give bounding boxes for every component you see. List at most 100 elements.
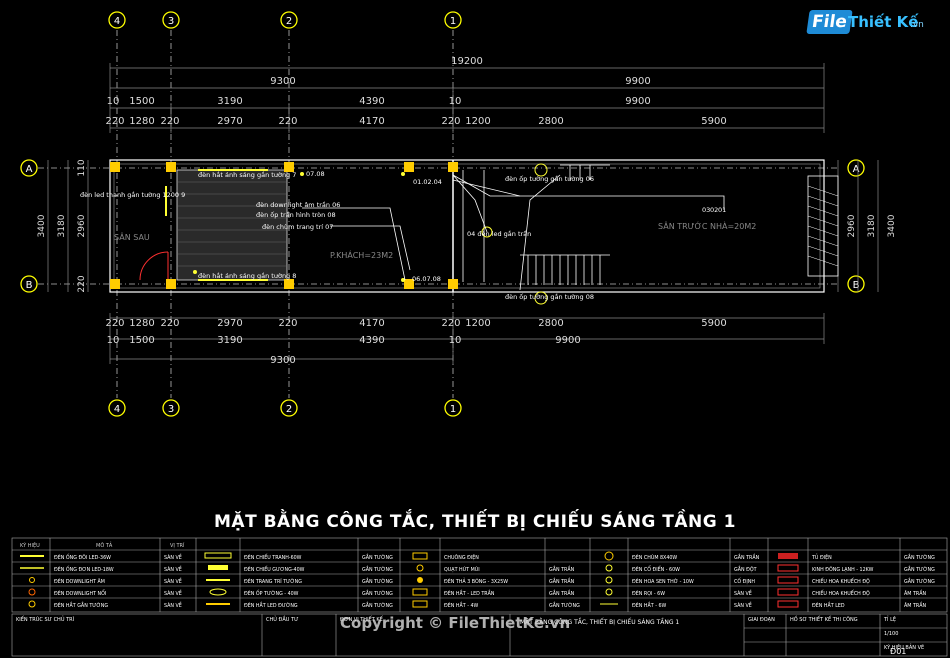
legend-cell: ĐÈN HẮT - 4W bbox=[444, 601, 479, 609]
legend-cell: SÀN VỀ bbox=[734, 589, 752, 597]
axis-bubbles bbox=[20, 11, 865, 417]
tb-owner: CHỦ ĐẦU TƯ bbox=[266, 615, 298, 623]
legend-cell: CHIẾU HOA KHUẾCH ĐỘ bbox=[812, 589, 870, 597]
legend-cell: ĐÈN CỔ ĐIỂN - 60W bbox=[632, 565, 680, 573]
dim-bot-1c: 220 bbox=[160, 318, 179, 329]
legend-cell: GẮN ĐỘT bbox=[734, 565, 757, 573]
dim-top-2f: 9900 bbox=[625, 96, 650, 107]
front-stairs bbox=[520, 164, 610, 285]
legend-cell: TỦ ĐIỆN bbox=[811, 553, 832, 561]
legend-cell: ĐÈN HẮT GẮN TƯỜNG bbox=[54, 601, 108, 609]
dim-bot-2e: 10 bbox=[449, 335, 462, 346]
dim-bot-1i: 2800 bbox=[538, 318, 563, 329]
dim-bot-1j: 5900 bbox=[701, 318, 726, 329]
legend-cell: CHIẾU HOA KHUẾCH ĐỘ bbox=[812, 577, 870, 585]
logo-part-1: File bbox=[806, 10, 853, 34]
axis-label-2: 2 bbox=[286, 16, 292, 27]
legend-cell: CỐ ĐỊNH bbox=[734, 577, 755, 585]
legend-cell: GẮN TƯỜNG bbox=[904, 577, 935, 585]
legend-cell: GẮN TƯỜNG bbox=[362, 577, 393, 585]
dim-bot-3a: 9300 bbox=[270, 355, 295, 366]
note-wall-8: đèn hắt ánh sáng gắn tường 8 bbox=[198, 271, 296, 280]
dim-overall: 19200 bbox=[451, 56, 483, 67]
legend-cell: QUẠT HÚT MÙI bbox=[444, 566, 480, 573]
legend-cell: ĐÈN HẮT LED ĐƯỜNG bbox=[244, 601, 298, 609]
legend-cell: ĐÈN ỐNG ĐƠN LED-18W bbox=[54, 565, 114, 573]
switch-code-1: 07.08 bbox=[306, 170, 325, 178]
dim-side-l3: 2960 bbox=[77, 214, 87, 237]
dim-bot-1h: 1200 bbox=[465, 318, 490, 329]
legend-cell: ĐÈN RỌI - 6W bbox=[632, 589, 665, 597]
legend-cell: SÀN VỀ bbox=[164, 565, 182, 573]
note-wall-06: đèn ốp tường gắn tường 06 bbox=[505, 174, 594, 183]
note-wall-7: đèn hắt ánh sáng gắn tường 7 bbox=[198, 170, 296, 179]
drawing-title: MẶT BẰNG CÔNG TẮC, THIẾT BỊ CHIẾU SÁNG T… bbox=[214, 512, 736, 532]
site-logo[interactable]: File Thiết Kế .vn bbox=[806, 10, 942, 40]
title-block-grid bbox=[11, 613, 948, 657]
dim-bot-2c: 3190 bbox=[217, 335, 242, 346]
dim-top-3b: 1280 bbox=[129, 116, 154, 127]
legend-cell: GẮN TƯỜNG bbox=[904, 565, 935, 573]
tb-phase: GIAI ĐOẠN bbox=[748, 617, 775, 623]
grid-lines bbox=[38, 30, 840, 398]
sheet-number: Đ01 bbox=[890, 647, 906, 656]
dim-top-2c: 3190 bbox=[217, 96, 242, 107]
legend-table-grid bbox=[11, 537, 948, 613]
legend-cell: ĐÈN DOWNLIGHT NỔI bbox=[54, 589, 106, 597]
door-swing bbox=[139, 251, 169, 281]
legend-cell: GẮN TƯỜNG bbox=[904, 553, 935, 561]
dim-side-l5: 220 bbox=[77, 275, 87, 292]
axis-label-4-bottom: 4 bbox=[114, 404, 120, 415]
legend-cell: ĐÈN CHÙM 8X40W bbox=[632, 553, 677, 561]
dim-bot-1f: 4170 bbox=[359, 318, 384, 329]
axis-label-4: 4 bbox=[114, 16, 120, 27]
dim-top-3e: 220 bbox=[278, 116, 297, 127]
note-chandelier: đèn chùm trang trí 07 bbox=[262, 223, 333, 231]
tb-scale: 1/100 bbox=[884, 631, 898, 637]
stair-hatch bbox=[178, 181, 286, 267]
light-fixtures bbox=[481, 163, 548, 305]
dim-bot-1e: 220 bbox=[278, 318, 297, 329]
legend-cell: SÀN VỀ bbox=[164, 553, 182, 561]
legend-header-desc: MÔ TẢ bbox=[96, 541, 113, 549]
legend-cell: ĐÈN DOWNLIGHT ÂM bbox=[54, 577, 105, 585]
legend-cell: ĐÈN CHIẾU GƯƠNG-40W bbox=[244, 565, 305, 573]
dimension-lines-top bbox=[109, 63, 825, 133]
legend-cell: SÀN VỀ bbox=[164, 601, 182, 609]
legend-symbols bbox=[20, 551, 799, 608]
legend-cell: GẮN TRẦN bbox=[549, 565, 575, 573]
tb-stage: HỒ SƠ THIẾT KẾ THI CÔNG bbox=[790, 614, 858, 623]
columns bbox=[110, 162, 458, 289]
dim-side-l1: 3400 bbox=[37, 214, 47, 237]
dim-top-3j: 5900 bbox=[701, 116, 726, 127]
axis-label-b: B bbox=[26, 280, 33, 291]
note-ceiling-08: đèn ốp trần hình tròn 08 bbox=[256, 211, 336, 219]
dim-top-3h: 1200 bbox=[465, 116, 490, 127]
dim-bot-2b: 1500 bbox=[129, 335, 154, 346]
note-wall-08: đèn ốp tường gắn tường 08 bbox=[505, 292, 594, 301]
dimension-lines-bottom bbox=[109, 313, 825, 364]
legend-cell: ĐÈN HẮT - 6W bbox=[632, 601, 667, 609]
dim-top-3d: 2970 bbox=[217, 116, 242, 127]
legend-cell: SÀN VỀ bbox=[164, 589, 182, 597]
legend-cell: GẮN TRẦN bbox=[549, 589, 575, 597]
walls bbox=[109, 159, 825, 293]
dim-top-2d: 4390 bbox=[359, 96, 384, 107]
dim-top-1a: 9300 bbox=[270, 76, 295, 87]
dim-top-3a: 220 bbox=[105, 116, 124, 127]
legend-cell: GẮN TƯỜNG bbox=[362, 553, 393, 561]
logo-part-2: Thiết Kế bbox=[848, 13, 919, 31]
tb-drawing-name: MẶT BẰNG CÔNG TẮC, THIẾT BỊ CHIẾU SÁNG T… bbox=[520, 618, 679, 626]
legend-cell: ĐÈN HOA SEN THỜ - 10W bbox=[632, 577, 694, 585]
legend-cell: KINH ĐÔNG LẠNH - 12KW bbox=[812, 566, 874, 573]
legend-cell: GẮN TRẦN bbox=[549, 577, 575, 585]
dim-top-3g: 220 bbox=[441, 116, 460, 127]
axis-label-3: 3 bbox=[168, 16, 174, 27]
axis-label-2-bottom: 2 bbox=[286, 404, 292, 415]
axis-label-b-right: B bbox=[853, 280, 860, 291]
legend-header-symbol: KÝ HIỆU bbox=[20, 541, 40, 549]
legend-cell: SÀN VỀ bbox=[164, 577, 182, 585]
circuit-03: 03 bbox=[702, 206, 710, 214]
dim-top-1b: 9900 bbox=[625, 76, 650, 87]
dim-side-l2: 3180 bbox=[57, 214, 67, 237]
